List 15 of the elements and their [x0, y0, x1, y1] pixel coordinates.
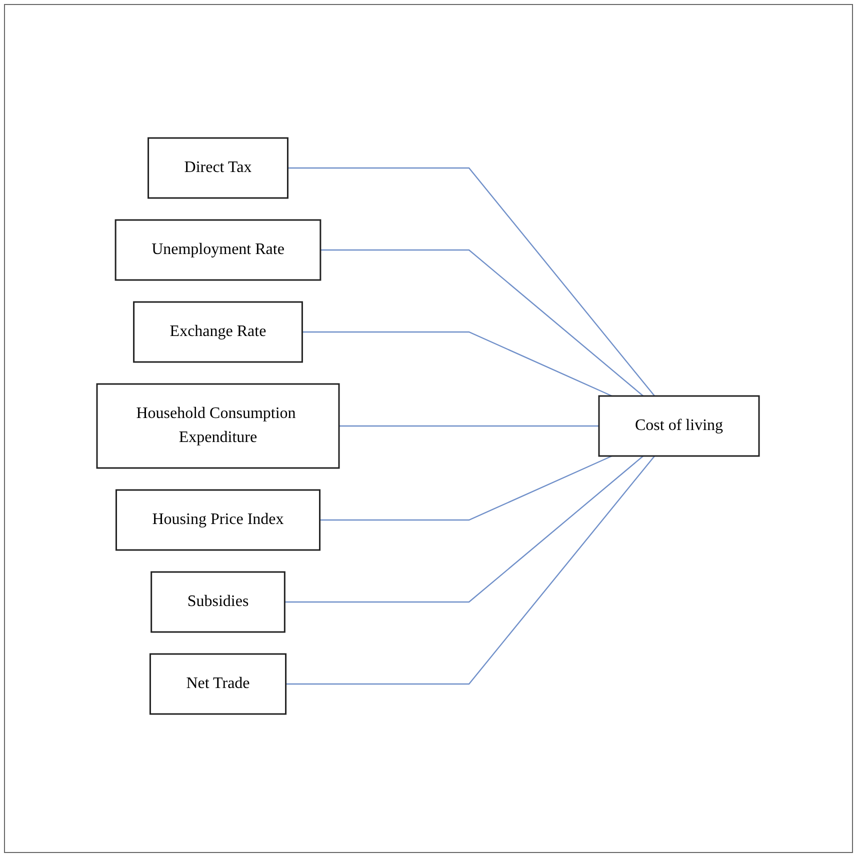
connector: [302, 331, 613, 397]
node-box: Unemployment Rate: [115, 219, 322, 281]
node-box: Net Trade: [150, 653, 288, 715]
node-box: Household Consumption Expenditure: [96, 383, 340, 469]
connector: [286, 456, 656, 685]
connector: [339, 425, 600, 427]
connector: [320, 249, 644, 396]
node-box: Cost of living: [598, 395, 760, 457]
connector: [285, 456, 644, 603]
node-box: Exchange Rate: [134, 301, 304, 363]
connector: [320, 455, 613, 521]
node-box: Housing Price Index: [116, 489, 321, 551]
node-box: Subsidies: [151, 571, 286, 633]
connector: [288, 167, 656, 396]
node-box: Direct Tax: [148, 137, 289, 199]
